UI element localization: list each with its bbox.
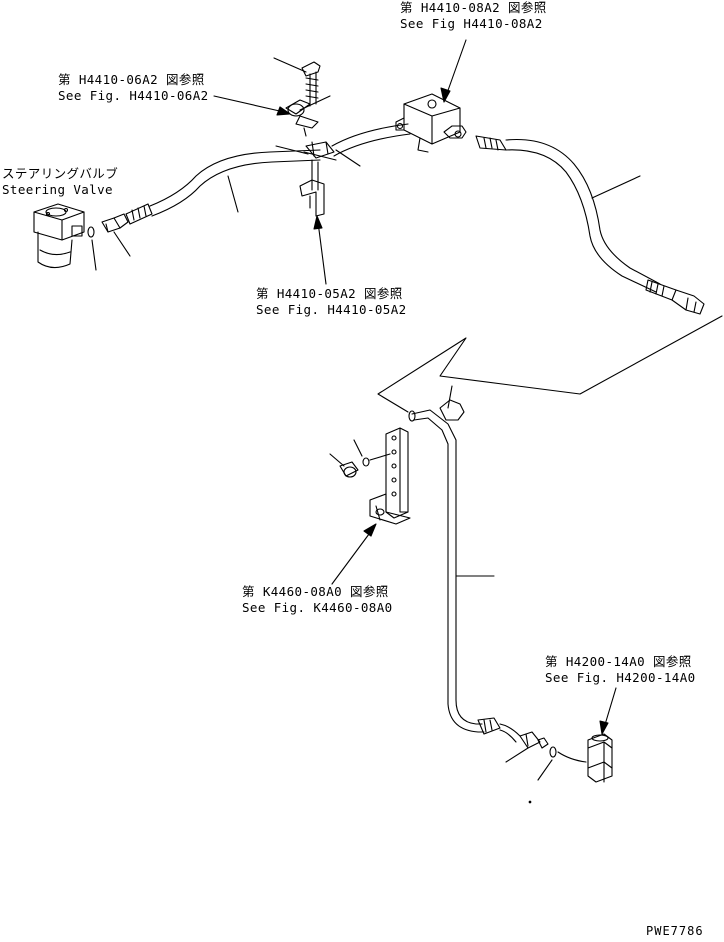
label-jp: 第 H4410-06A2 図参照 <box>58 72 205 87</box>
hose-upper-right <box>331 123 411 157</box>
lower-valve <box>587 733 613 783</box>
arrow-to-h4410-08a2 <box>440 39 467 103</box>
drawing-code: PWE7786 <box>646 924 704 938</box>
dot-mark <box>528 800 532 804</box>
break-line <box>377 315 723 413</box>
arrow-to-k4460-08a0 <box>331 523 377 585</box>
o-ring <box>87 226 95 238</box>
valve-block <box>395 93 467 153</box>
label-en: See Fig. H4410-06A2 <box>58 88 209 103</box>
clamp-middle <box>275 141 361 167</box>
label-jp: 第 K4460-08A0 図参照 <box>242 584 389 599</box>
label-jp: 第 H4200-14A0 図参照 <box>545 654 692 669</box>
label-jp: 第 H4410-08A2 図参照 <box>400 0 547 15</box>
label-en: See Fig. H4410-05A2 <box>256 302 407 317</box>
label-fig-h4410-08a2: 第 H4410-08A2 図参照 See Fig H4410-08A2 <box>400 0 547 32</box>
arrow-to-h4200-14a0 <box>599 687 617 735</box>
label-en: See Fig. K4460-08A0 <box>242 600 393 615</box>
arrow-to-h4410-06a2 <box>213 95 291 116</box>
clamp-bolt-top <box>273 57 331 137</box>
label-steering-valve: ステアリングバルブ Steering Valve <box>2 166 118 198</box>
lower-fittings <box>505 731 587 781</box>
plate-bracket <box>329 427 411 525</box>
adapter-fitting <box>101 213 131 257</box>
hose-right-long <box>475 135 705 315</box>
label-jp: 第 H4410-05A2 図参照 <box>256 286 403 301</box>
steering-valve <box>33 203 85 269</box>
label-jp: ステアリングバルブ <box>2 166 119 181</box>
label-fig-h4200-14a0: 第 H4200-14A0 図参照 See Fig. H4200-14A0 <box>545 654 696 686</box>
clamp-bracket <box>299 159 325 217</box>
leader-oring <box>91 239 97 271</box>
lower-tube <box>408 385 521 743</box>
label-fig-h4410-06a2: 第 H4410-06A2 図参照 See Fig. H4410-06A2 <box>58 72 209 104</box>
arrow-to-h4410-05a2 <box>313 215 327 285</box>
label-en: See Fig H4410-08A2 <box>400 16 543 31</box>
label-en: Steering Valve <box>2 182 113 197</box>
hose-upper-left <box>125 149 321 225</box>
label-en: See Fig. H4200-14A0 <box>545 670 696 685</box>
label-fig-k4460-08a0: 第 K4460-08A0 図参照 See Fig. K4460-08A0 <box>242 584 393 616</box>
label-fig-h4410-05a2: 第 H4410-05A2 図参照 See Fig. H4410-05A2 <box>256 286 407 318</box>
